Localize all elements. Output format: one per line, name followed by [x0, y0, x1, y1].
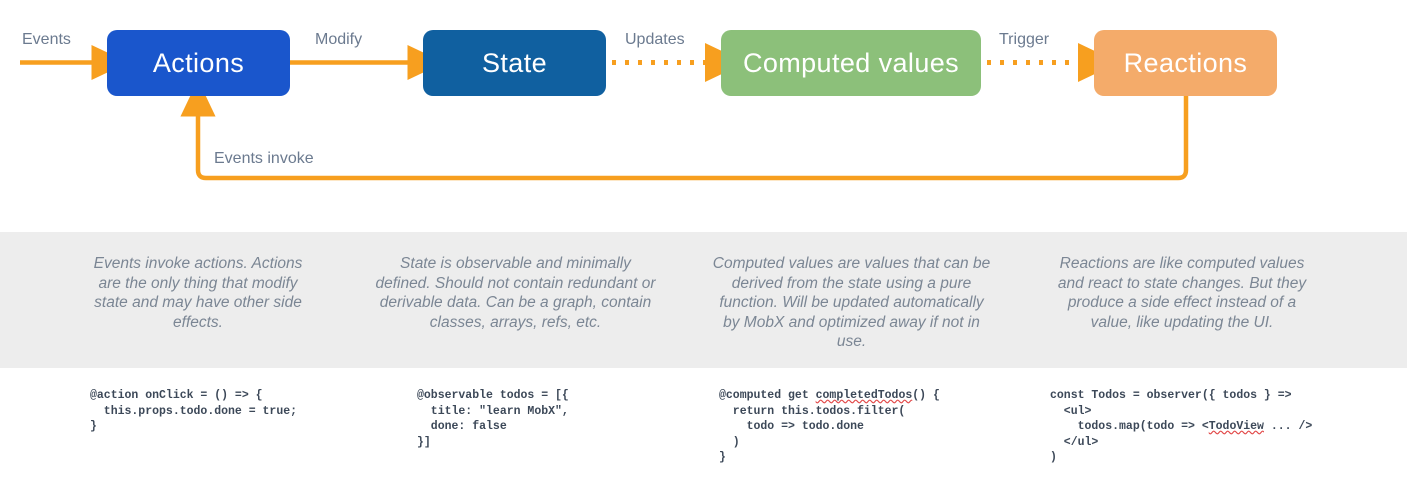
flow-connectors [20, 43, 1189, 181]
node-reactions-label: Reactions [1123, 47, 1248, 78]
code-sample-observable: @observable todos = [{ title: "learn Mob… [417, 389, 569, 449]
edge-events-invoke-line [180, 79, 1189, 181]
code-computed-pre: @computed get [719, 389, 816, 402]
description-band: Events invoke actions. Actions are the o… [0, 232, 1407, 368]
node-computed-values[interactable]: Computed values [721, 30, 981, 96]
node-reactions[interactable]: Reactions [1094, 30, 1277, 96]
node-state-label: State [481, 47, 548, 78]
edge-label-events-invoke: Events invoke [214, 150, 314, 167]
code-sample-action: @action onClick = () => { this.props.tod… [90, 389, 298, 433]
code-sample-reaction: const Todos = observer({ todos } => <ul>… [1050, 388, 1312, 466]
edge-label-trigger: Trigger [999, 31, 1050, 48]
code-reaction-post: ... /> </ul> ) [1050, 420, 1313, 464]
description-reactions: Reactions are like computed values and r… [1057, 255, 1307, 331]
edge-label-updates: Updates [625, 31, 685, 48]
flow-diagram: Actions State Computed values Reactions … [0, 0, 1407, 232]
node-state[interactable]: State [423, 30, 606, 96]
edge-label-modify: Modify [315, 31, 363, 48]
node-computed-values-label: Computed values [742, 47, 960, 78]
code-sample-computed: @computed get completedTodos() { return … [719, 388, 940, 466]
code-computed-post: () { return this.todos.filter( todo => t… [719, 389, 940, 464]
edge-label-events: Events [22, 31, 71, 48]
description-computed: Computed values are values that can be d… [712, 255, 991, 350]
node-actions-label: Actions [152, 47, 245, 78]
description-actions: Events invoke actions. Actions are the o… [93, 255, 303, 331]
description-state: State is observable and minimally define… [375, 255, 656, 331]
code-computed-misspelled: completedTodos [815, 389, 913, 402]
code-reaction-misspelled: TodoView [1208, 420, 1264, 433]
code-reaction-pre: const Todos = observer({ todos } => <ul>… [1050, 389, 1292, 433]
node-actions[interactable]: Actions [107, 30, 290, 96]
